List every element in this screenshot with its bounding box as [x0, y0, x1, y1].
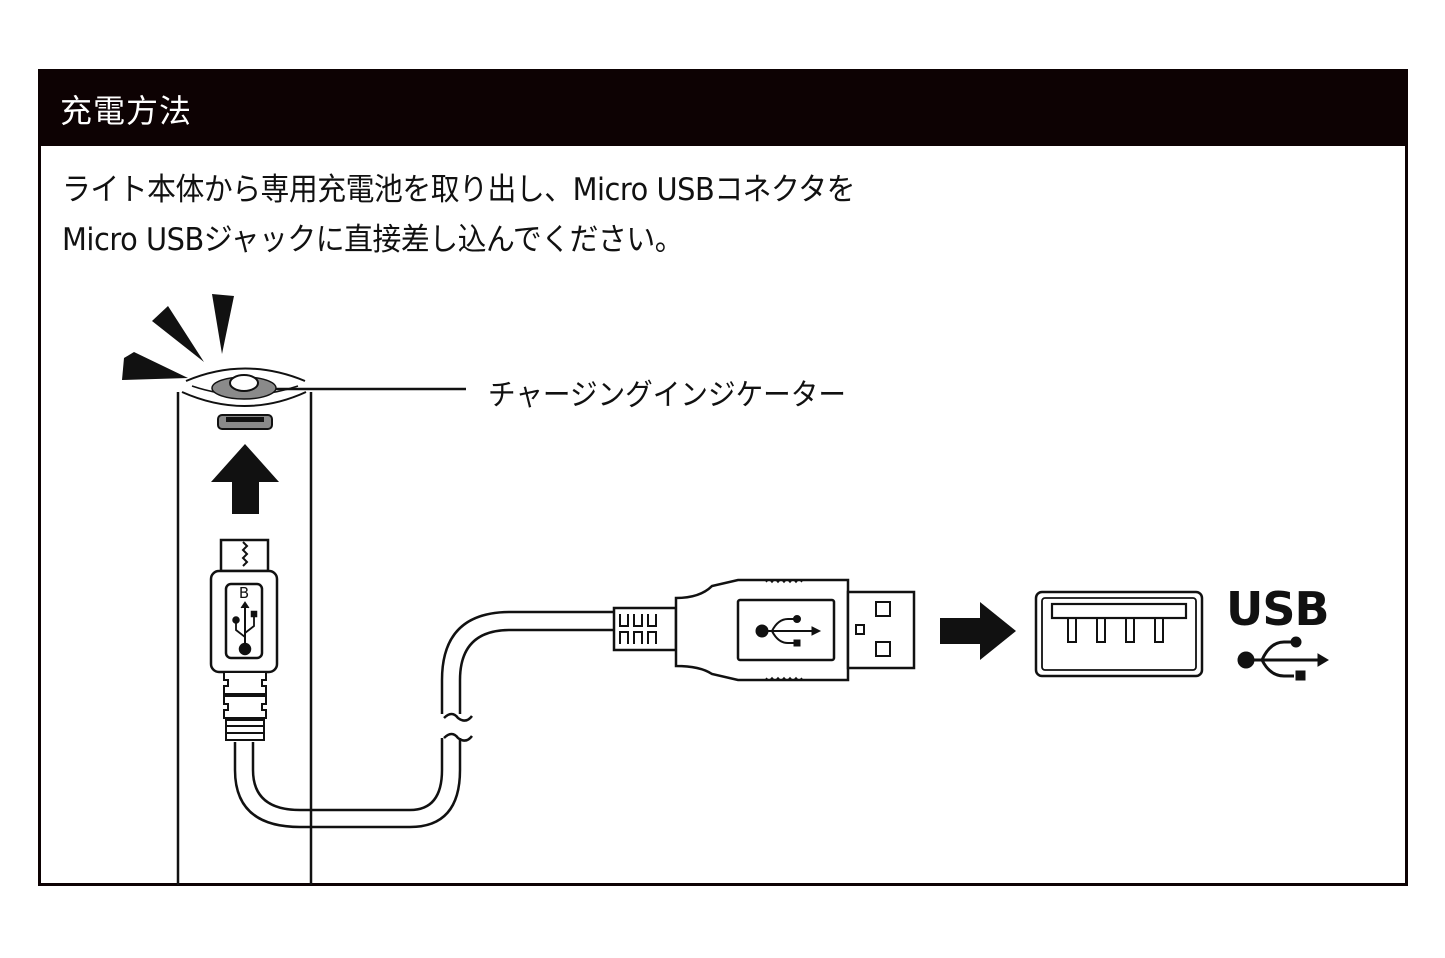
right-arrow-icon: [940, 602, 1016, 660]
usb-a-plug-icon: [612, 578, 916, 682]
charging-indicator: [181, 367, 466, 407]
instruction-line-2: Micro USBジャックに直接差し込んでください。: [62, 222, 684, 258]
usb-cable: [233, 610, 615, 829]
section-title: 充電方法: [60, 92, 193, 130]
cable-break-icon: [438, 712, 473, 742]
micro-usb-type-label: B: [239, 584, 249, 602]
usb-trident-icon-plug: [755, 615, 822, 647]
up-arrow-icon: [211, 444, 279, 514]
usb-a-port-icon: [1034, 590, 1204, 678]
section-header: [38, 69, 1408, 146]
micro-usb-connector-icon: [209, 538, 279, 741]
content-frame: [38, 69, 1408, 886]
micro-usb-jack-icon: [217, 414, 273, 430]
instruction-line-1: ライト本体から専用充電池を取り出し、Micro USBコネクタを: [62, 172, 855, 208]
battery-body: [176, 392, 313, 885]
usb-logo-text: USB: [1226, 582, 1330, 636]
charging-indicator-label: チャージングインジケーター: [488, 378, 846, 413]
usb-trident-icon: [1237, 636, 1329, 681]
light-burst-icon: [122, 294, 234, 380]
